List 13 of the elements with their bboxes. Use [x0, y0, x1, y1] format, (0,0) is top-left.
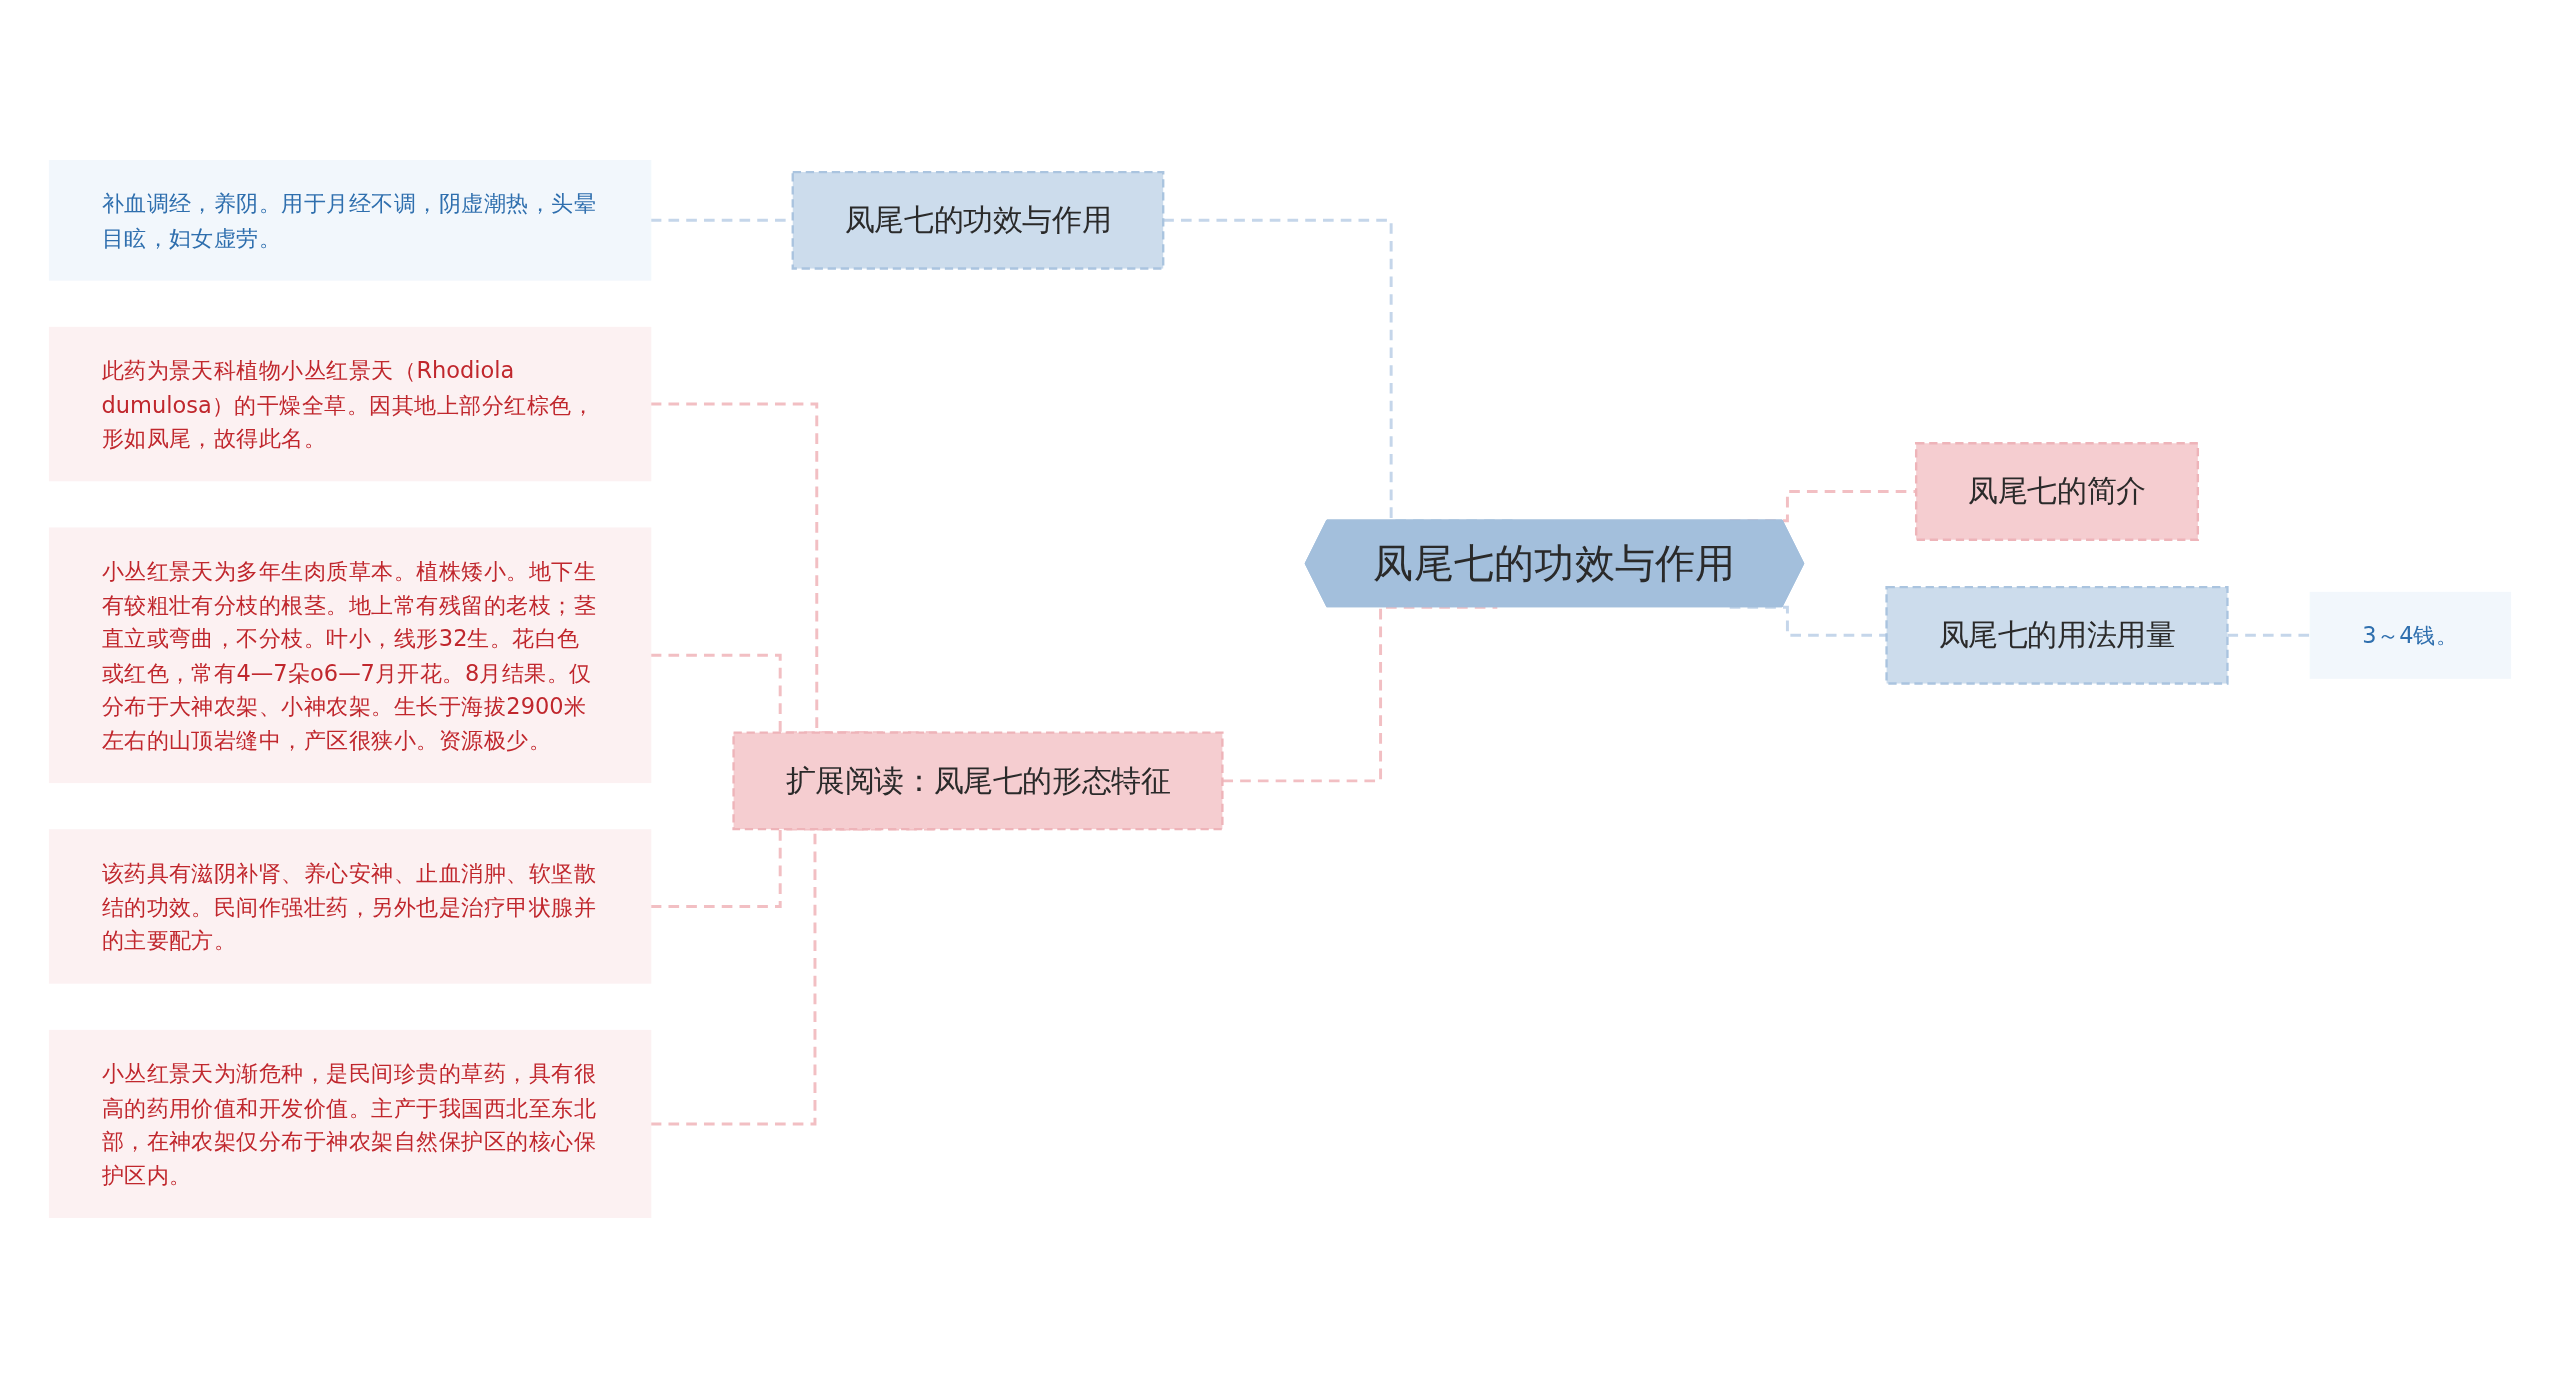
node-box: 扩展阅读：凤尾七的形态特征: [732, 731, 1224, 831]
node-box: 小丛红景天为渐危种，是民间珍贵的草药，具有很高的药用价值和开发价值。主产于我国西北至东北部，在神农架仅分布于神农架自然保护区的核心保护区内。: [48, 1029, 652, 1219]
node-box: 凤尾七的用法用量: [1885, 585, 2229, 685]
node-box: 3～4钱。: [2309, 591, 2512, 679]
node-box: 小丛红景天为多年生肉质草本。植株矮小。地下生有较粗壮有分枝的根茎。地上常有残留的老枝；茎直立或弯曲，不分枝。叶小，线形32生。花白色或红色，常有4—7朵o6—7月开花。8月结果。仅分布于大神农架、小神农架。生长于海拔2900米左右的山顶岩缝中，产区很狭小。资源极少。: [48, 527, 652, 784]
connector: [1729, 605, 1887, 637]
node-box: 此药为景天科植物小丛红景天（Rhodiola dumulosa）的干燥全草。因其地上部分红棕色，形如凤尾，故得此名。: [48, 326, 652, 482]
connector: [1222, 605, 1498, 783]
node-box: 补血调经，养阴。用于月经不调，阴虚潮热，头晕目眩，妇女虚劳。: [48, 159, 652, 281]
node-box: 凤尾七的简介: [1914, 442, 2200, 541]
node-box: 凤尾七的功效与作用: [791, 170, 1165, 270]
connector: [2227, 633, 2311, 637]
node-box: 该药具有滋阴补肾、养心安神、止血消肿、软坚散结的功效。民间作强壮药，另外也是治疗甲状腺并的主要配方。: [48, 829, 652, 984]
